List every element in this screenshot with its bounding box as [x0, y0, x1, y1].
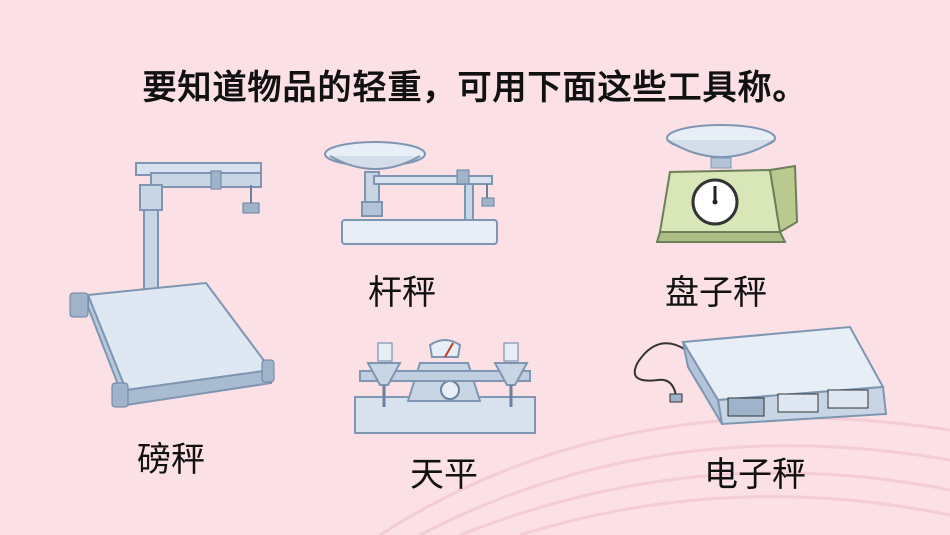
label-dial-scale: 盘子秤: [665, 273, 767, 313]
label-platform-scale: 磅秤: [137, 440, 205, 480]
slide-title: 要知道物品的轻重，可用下面这些工具称。: [142, 68, 808, 108]
platform-scale-icon: [69, 162, 275, 408]
steelyard-scale-icon: [324, 141, 498, 245]
label-steelyard: 杆秤: [368, 273, 436, 313]
electronic-scale-icon: [633, 325, 888, 426]
label-electronic-scale: 电子秤: [704, 455, 806, 495]
label-balance: 天平: [410, 455, 478, 495]
balance-scale-icon: [354, 339, 536, 434]
dial-platform-scale-icon: [655, 124, 799, 243]
